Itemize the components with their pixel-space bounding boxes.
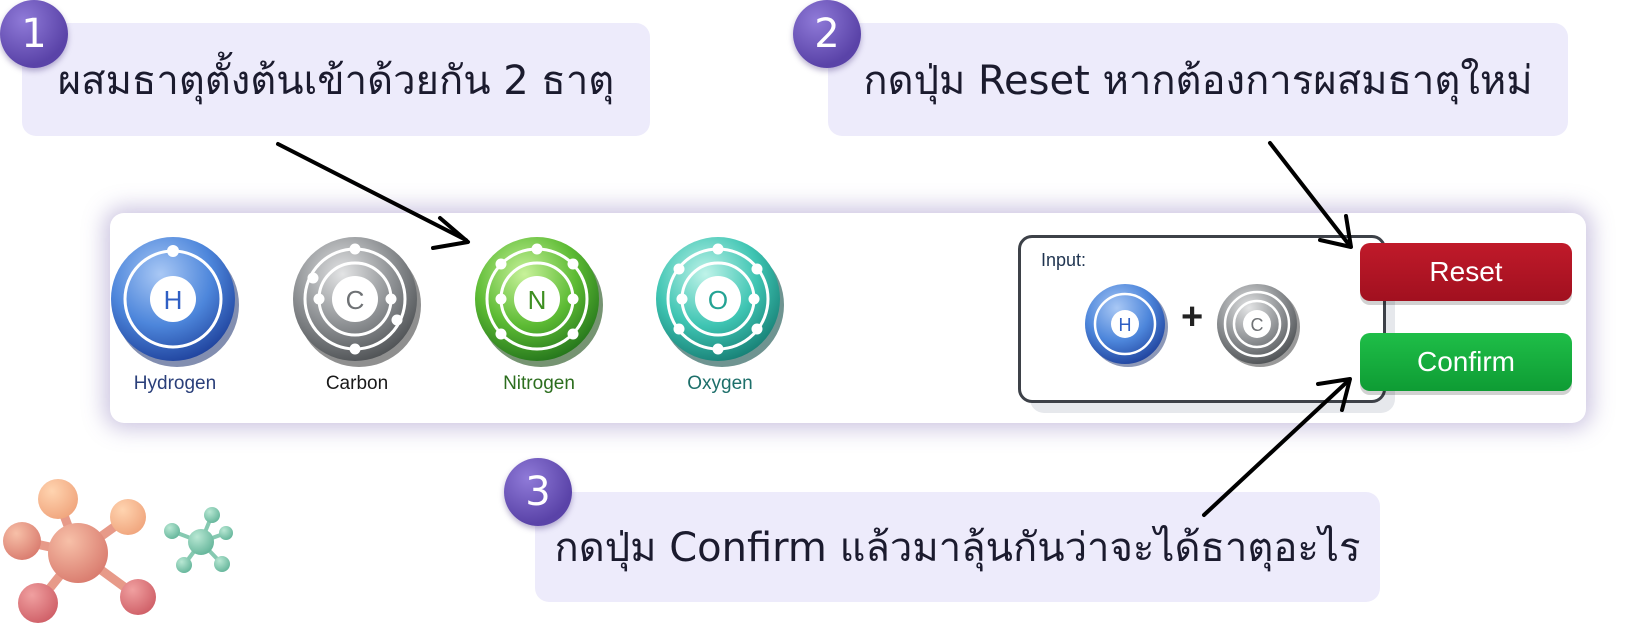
input-slot-1-hydrogen-icon[interactable]: H <box>1081 280 1171 370</box>
arrow-to-confirm <box>1202 379 1350 517</box>
step-1-callout: ผสมธาตุตั้งต้นเข้าด้วยกัน 2 ธาตุ <box>22 23 650 136</box>
element-name-oxygen: Oxygen <box>687 373 753 394</box>
step-3-badge: 3 <box>504 458 572 526</box>
hydrogen-atom-icon: H <box>111 237 239 367</box>
oxygen-atom-icon: O <box>656 237 784 367</box>
element-name-nitrogen: Nitrogen <box>503 373 575 394</box>
step-3-text: กดปุ่ม Confirm แล้วมาลุ้นกันว่าจะได้ธาตุ… <box>554 525 1361 571</box>
input-box: Input: H + C <box>1018 235 1386 403</box>
element-card-carbon[interactable]: C Carbon <box>287 233 427 395</box>
step-2-badge: 2 <box>793 0 861 68</box>
element-name-hydrogen: Hydrogen <box>133 373 217 394</box>
element-card-hydrogen[interactable]: H Hydrogen <box>105 233 245 395</box>
step-1-badge: 1 <box>0 0 68 68</box>
reset-button[interactable]: Reset <box>1360 243 1572 301</box>
molecule-decoration-icon <box>3 479 233 623</box>
input-label: Input: <box>1041 250 1087 270</box>
input-slot-2-carbon-icon[interactable]: C <box>1213 280 1303 370</box>
arrow-to-elements <box>276 142 468 242</box>
plus-sign: + <box>1181 296 1204 338</box>
hydrogen-symbol: H <box>164 285 183 315</box>
element-card-oxygen[interactable]: O Oxygen <box>650 233 790 395</box>
input-slot-1-symbol: H <box>1119 315 1132 335</box>
arrow-to-elements-head <box>431 216 470 250</box>
step-1-text: ผสมธาตุตั้งต้นเข้าด้วยกัน 2 ธาตุ <box>57 57 615 104</box>
step-3-callout: กดปุ่ม Confirm แล้วมาลุ้นกันว่าจะได้ธาตุ… <box>535 492 1380 602</box>
step-2-callout: กดปุ่ม Reset หากต้องการผสมธาตุใหม่ <box>828 23 1568 136</box>
carbon-atom-icon: C <box>293 237 421 367</box>
input-slot-2-symbol: C <box>1251 315 1264 335</box>
carbon-symbol: C <box>346 285 365 315</box>
nitrogen-symbol: N <box>528 285 547 315</box>
oxygen-symbol: O <box>708 285 728 315</box>
element-card-nitrogen[interactable]: N Nitrogen <box>469 233 609 395</box>
arrow-to-reset-head <box>1318 214 1353 249</box>
element-name-carbon: Carbon <box>325 373 389 394</box>
arrow-to-confirm-head <box>1316 377 1352 412</box>
nitrogen-atom-icon: N <box>475 237 603 367</box>
confirm-button[interactable]: Confirm <box>1360 333 1572 391</box>
arrow-to-reset <box>1268 141 1352 248</box>
step-2-text: กดปุ่ม Reset หากต้องการผสมธาตุใหม่ <box>863 57 1533 104</box>
